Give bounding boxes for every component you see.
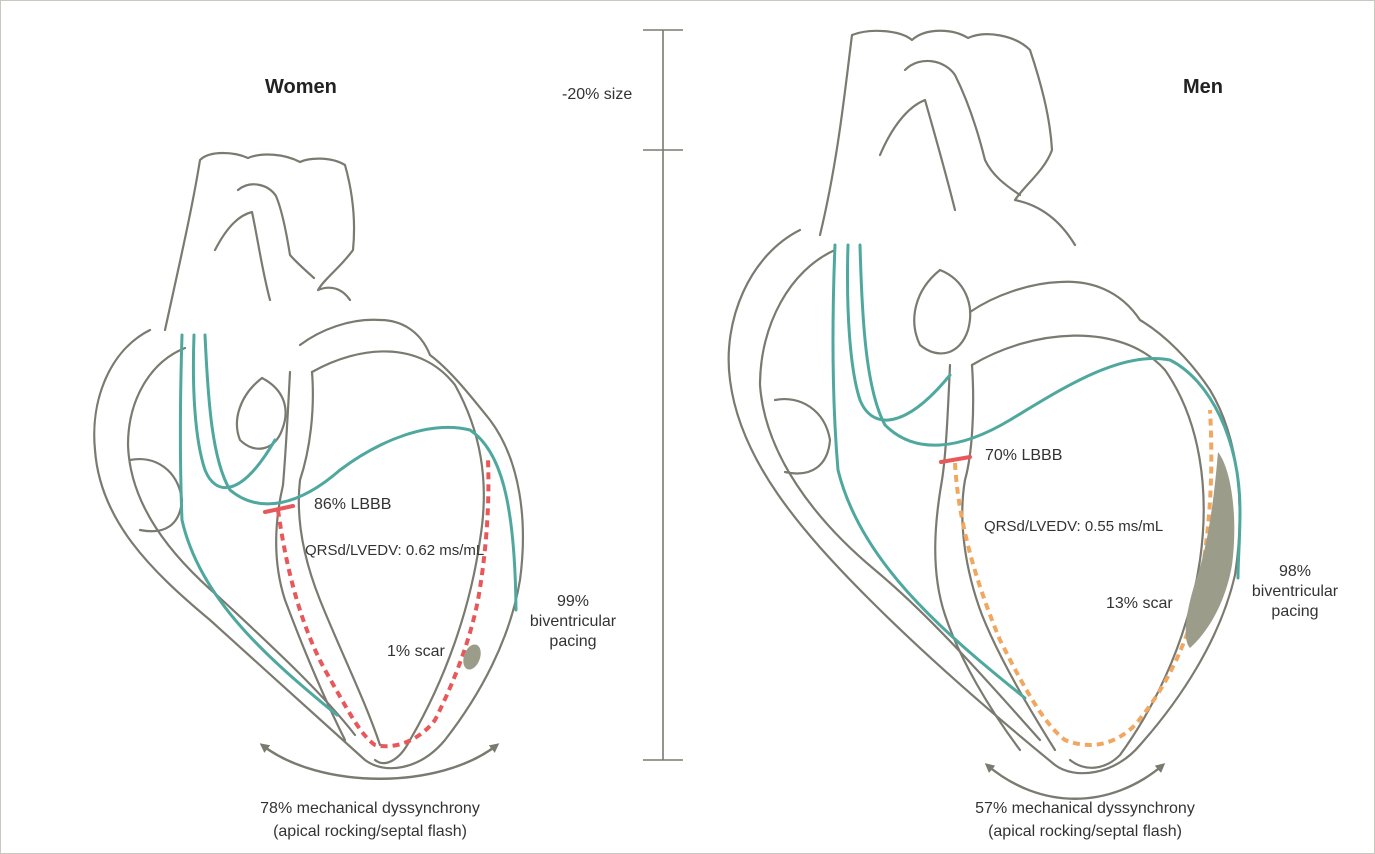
men-septum-right <box>962 365 1055 750</box>
men-dyssynchrony-arrow <box>987 765 1163 799</box>
men-outer-outline <box>729 230 1240 773</box>
men-pulmonary-outline <box>905 61 1020 195</box>
women-ratio-label: QRSd/LVEDV: 0.62 ms/mL <box>305 542 484 559</box>
men-dyssynchrony-text: 57% mechanical dyssynchrony <box>935 797 1235 820</box>
men-rv-outline <box>914 270 970 353</box>
men-pacing-label: 98% biventricular pacing <box>1240 562 1350 622</box>
women-rv-outline <box>237 378 286 449</box>
men-inner-wall <box>760 250 1040 740</box>
women-dyssynchrony-note: (apical rocking/septal flash) <box>220 820 520 843</box>
men-aorta-outline <box>820 31 1075 245</box>
men-conduction-system <box>833 245 1240 698</box>
women-pacing-line1: biventricular <box>518 612 628 632</box>
women-svc-outline <box>215 212 270 300</box>
men-pacing-line2: pacing <box>1240 602 1350 622</box>
men-pacing-line1: biventricular <box>1240 582 1350 602</box>
men-heart <box>729 31 1240 773</box>
men-lbbb-label: 70% LBBB <box>985 447 1062 465</box>
women-pacing-value: 99% <box>518 592 628 612</box>
women-pacing-label: 99% biventricular pacing <box>518 592 628 652</box>
women-pulmonary-outline <box>238 184 314 278</box>
men-dyssynchrony-note: (apical rocking/septal flash) <box>935 820 1235 843</box>
women-heart <box>94 153 523 768</box>
size-scale <box>643 30 683 760</box>
women-dyssynchrony-caption: 78% mechanical dyssynchrony (apical rock… <box>220 797 520 843</box>
men-ratio-label: QRSd/LVEDV: 0.55 ms/mL <box>984 518 1163 535</box>
men-title: Men <box>1183 76 1223 99</box>
size-scale-label: -20% size <box>562 86 632 104</box>
women-scar-label: 1% scar <box>387 643 445 661</box>
men-svc-outline <box>880 100 955 210</box>
men-pacing-value: 98% <box>1240 562 1350 582</box>
women-scar-area <box>460 642 484 672</box>
women-aorta-outline <box>165 153 354 330</box>
women-lbbb-label: 86% LBBB <box>314 496 391 514</box>
women-dyssynchrony-text: 78% mechanical dyssynchrony <box>220 797 520 820</box>
women-title: Women <box>265 76 337 99</box>
women-pacing-line2: pacing <box>518 632 628 652</box>
men-dyssynchrony-caption: 57% mechanical dyssynchrony (apical rock… <box>935 797 1235 843</box>
men-scar-label: 13% scar <box>1106 595 1173 613</box>
